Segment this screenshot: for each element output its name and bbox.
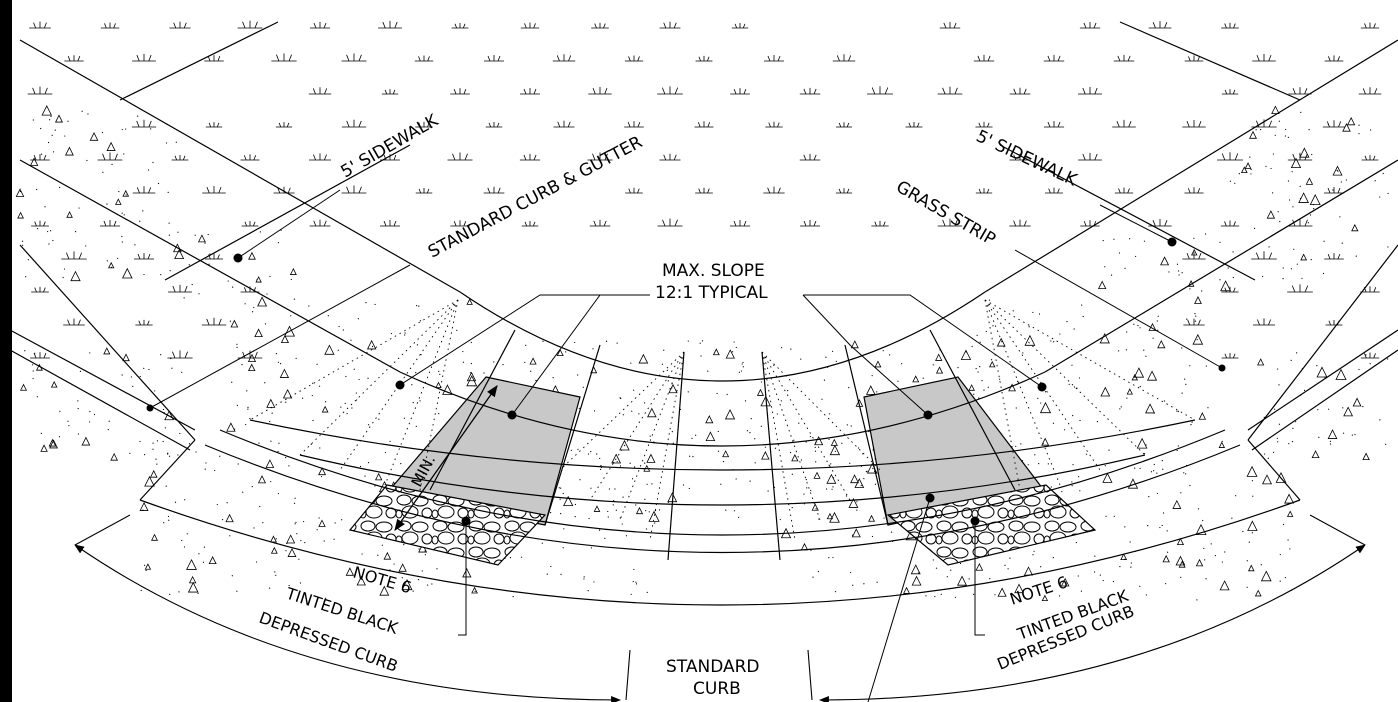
slope-fan-lines [249,299,1196,541]
label-curb: CURB [693,679,741,699]
concrete-stipple [19,110,1389,601]
label-standard: STANDARD [666,657,760,677]
leader-lines [149,189,1223,702]
dimension-arcs [74,514,1366,702]
label-sidewalk-right: 5' SIDEWALK [973,126,1081,190]
label-curb-gutter: STANDARD CURB & GUTTER [425,132,646,262]
leader-dot-icon [146,237,1226,526]
label-max-slope: MAX. SLOPE [662,261,765,281]
label-grass-strip: GRASS STRIP [893,177,999,250]
label-sidewalk-left: 5' SIDEWALK [338,110,443,182]
min-dimension-arrow [394,385,498,531]
line-work [9,21,1398,606]
grass-tuft-icon [27,20,1382,359]
label-typical: 12:1 TYPICAL [655,283,768,303]
left-margin-bar [0,0,12,702]
